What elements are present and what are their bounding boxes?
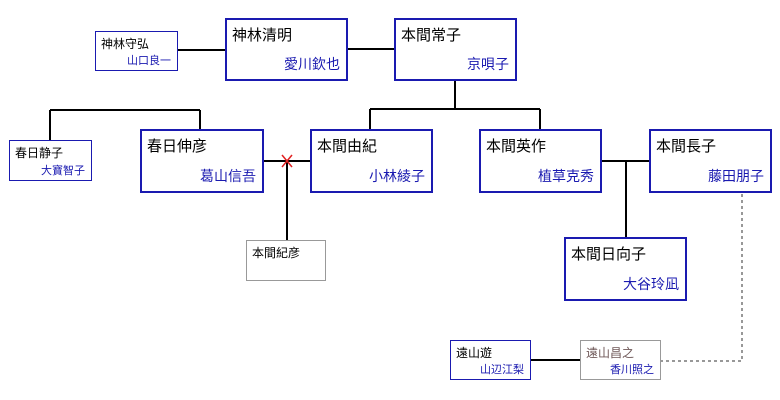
person-name: 本間常子	[401, 26, 462, 44]
actor-name: 山口良一	[127, 54, 171, 67]
person-toyama-masaru: 遠山遊 山辺江梨	[450, 340, 531, 380]
actor-name: 愛川欽也	[284, 57, 340, 73]
person-honma-nagako: 本間長子 藤田朋子	[649, 129, 772, 193]
person-name: 遠山遊	[456, 346, 493, 360]
person-name: 本間英作	[486, 137, 547, 155]
actor-name: 大寶智子	[41, 164, 85, 177]
person-name: 神林守弘	[101, 37, 150, 51]
actor-name: 山辺江梨	[480, 363, 524, 376]
actor-name: 京唄子	[467, 57, 509, 73]
person-name: 遠山昌之	[586, 346, 635, 360]
person-kasuga-nobuhiko: 春日伸彦 葛山信吾	[140, 129, 264, 193]
person-honma-norihiko: 本間紀彦	[246, 240, 326, 281]
person-name: 本間日向子	[571, 245, 647, 263]
person-name: 本間紀彦	[252, 246, 301, 260]
person-honma-hinako: 本間日向子 大谷玲凪	[564, 237, 687, 301]
person-kanbayashi-seimei: 神林清明 愛川欽也	[225, 18, 348, 81]
actor-name: 小林綾子	[369, 169, 425, 185]
person-name: 本間由紀	[317, 137, 378, 155]
person-kanbayashi-moriharu: 神林守弘 山口良一	[95, 31, 178, 71]
person-name: 春日静子	[15, 146, 64, 160]
person-name: 神林清明	[232, 26, 293, 44]
actor-name: 葛山信吾	[200, 169, 256, 185]
dashed-link-nagako-masayuki	[660, 194, 743, 362]
actor-name: 香川照之	[610, 363, 654, 376]
person-kasuga-shizuko: 春日静子 大寶智子	[9, 140, 92, 181]
person-honma-tsuneko: 本間常子 京唄子	[394, 18, 517, 81]
actor-name: 藤田朋子	[708, 169, 764, 185]
person-name: 本間長子	[656, 137, 717, 155]
actor-name: 植草克秀	[538, 169, 594, 185]
person-honma-yuki: 本間由紀 小林綾子	[310, 129, 433, 193]
person-toyama-masayuki: 遠山昌之 香川照之	[580, 340, 661, 380]
actor-name: 大谷玲凪	[623, 277, 679, 293]
person-name: 春日伸彦	[147, 137, 208, 155]
divorce-cross-mark	[281, 154, 293, 168]
person-honma-eisaku: 本間英作 植草克秀	[479, 129, 602, 193]
